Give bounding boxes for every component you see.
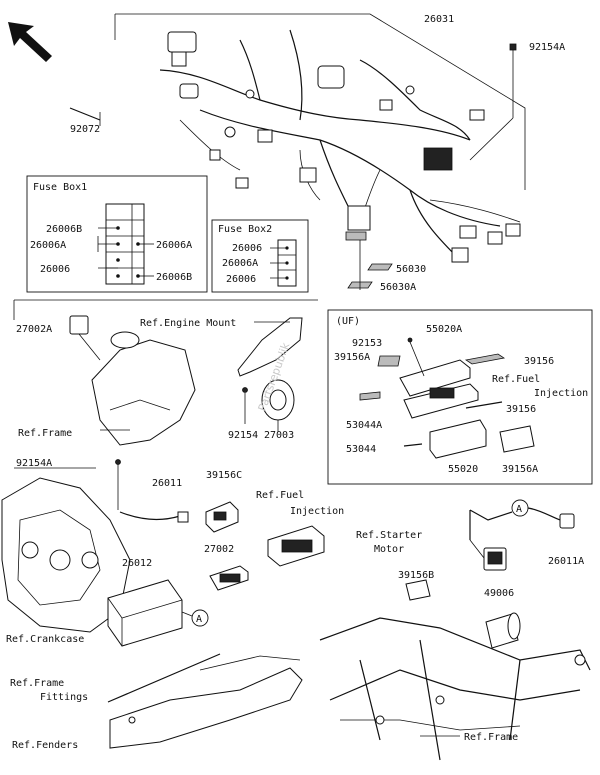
uf-ref-fuel-2: Injection xyxy=(534,388,588,399)
ref-frame-left: Ref.Frame xyxy=(18,428,72,439)
label-92154a-left: 92154A xyxy=(16,458,52,469)
fuse-box2-label-3: 26006 xyxy=(226,274,256,285)
starter-frame-area: A xyxy=(319,499,591,761)
ref-fuel-inj-2: Injection xyxy=(290,506,344,517)
front-direction-arrow-icon xyxy=(8,22,52,62)
fuse-box1-panel: Fuse Box1 xyxy=(26,175,208,293)
crankcase-area: A xyxy=(1,459,325,749)
label-92154a-top: 92154A xyxy=(529,42,565,53)
fuse-box2-label-2: 26006A xyxy=(222,258,258,269)
uf-label-55020a: 55020A xyxy=(426,324,462,335)
callout-a-left: A xyxy=(196,614,202,625)
label-26011: 26011 xyxy=(152,478,182,489)
label-56030: 56030 xyxy=(396,264,426,275)
label-27002: 27002 xyxy=(204,544,234,555)
label-26012: 26012 xyxy=(122,558,152,569)
uf-label-39156-1: 39156 xyxy=(524,356,554,367)
uf-label-53044: 53044 xyxy=(346,444,376,455)
uf-label-39156-2: 39156 xyxy=(506,404,536,415)
label-56030a: 56030A xyxy=(380,282,416,293)
label-26011a: 26011A xyxy=(548,556,584,567)
uf-title: (UF) xyxy=(336,316,360,327)
fuse-box1-label-3: 26006A xyxy=(156,240,192,251)
callout-a-right: A xyxy=(516,504,522,515)
uf-label-53044a: 53044A xyxy=(346,420,382,431)
ref-fuel-inj-1: Ref.Fuel xyxy=(256,490,304,501)
fuse-box1-title: Fuse Box1 xyxy=(33,182,87,193)
uf-ref-fuel-1: Ref.Fuel xyxy=(492,374,540,385)
ref-fenders: Ref.Fenders xyxy=(12,740,78,751)
uf-label-39156a-1: 39156A xyxy=(334,352,370,363)
fuse-box1-label-5: 26006B xyxy=(156,272,192,283)
ref-frame-right: Ref.Frame xyxy=(464,732,518,743)
main-harness-panel xyxy=(69,13,526,290)
label-92154: 92154 xyxy=(228,430,258,441)
fuse-box2-panel: Fuse Box2 xyxy=(211,219,309,293)
label-92072: 92072 xyxy=(70,124,100,135)
label-27002a: 27002A xyxy=(16,324,52,335)
ref-starter-1: Ref.Starter xyxy=(356,530,422,541)
label-49006: 49006 xyxy=(484,588,514,599)
engine-mount-area: Partsrepublik xyxy=(13,299,318,446)
fuse-box1-label-1: 26006B xyxy=(46,224,82,235)
uf-label-39156a-2: 39156A xyxy=(502,464,538,475)
uf-label-92153: 92153 xyxy=(352,338,382,349)
label-27003: 27003 xyxy=(264,430,294,441)
fuse-box2-label-1: 26006 xyxy=(232,243,262,254)
fuse-box1-label-2: 26006A xyxy=(30,240,66,251)
uf-label-55020: 55020 xyxy=(448,464,478,475)
fuse-box2-title: Fuse Box2 xyxy=(218,224,272,235)
fuse-box1-label-4: 26006 xyxy=(40,264,70,275)
ref-crankcase: Ref.Crankcase xyxy=(6,634,84,645)
label-26031: 26031 xyxy=(424,14,454,25)
ref-frame-fittings-1: Ref.Frame xyxy=(10,678,64,689)
uf-panel: (UF) xyxy=(327,309,593,485)
ref-frame-fittings-2: Fittings xyxy=(40,692,88,703)
label-39156c: 39156C xyxy=(206,470,242,481)
label-39156b: 39156B xyxy=(398,570,434,581)
ref-engine-mount: Ref.Engine Mount xyxy=(140,318,236,329)
ref-starter-2: Motor xyxy=(374,544,404,555)
